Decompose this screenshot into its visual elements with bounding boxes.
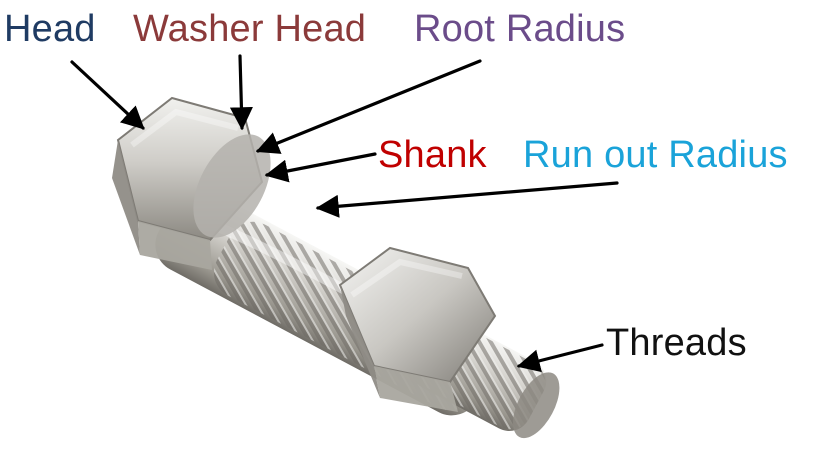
arrows	[70, 54, 619, 373]
label-run-out-radius: Run out Radius	[523, 134, 788, 176]
arrow-threads	[516, 343, 604, 373]
arrow-run-out-radius	[315, 181, 619, 218]
label-root-radius: Root Radius	[414, 8, 626, 50]
label-shank: Shank	[378, 134, 487, 176]
arrow-root-radius	[255, 59, 482, 154]
label-head: Head	[4, 8, 96, 50]
arrow-head	[70, 60, 145, 130]
bolt-head	[112, 96, 271, 270]
arrow-shank	[264, 152, 377, 183]
label-washer-head: Washer Head	[133, 8, 367, 50]
nut	[338, 246, 497, 412]
arrow-washer-head	[229, 54, 253, 131]
bolt-illustration	[112, 96, 560, 439]
label-threads: Threads	[606, 322, 747, 364]
